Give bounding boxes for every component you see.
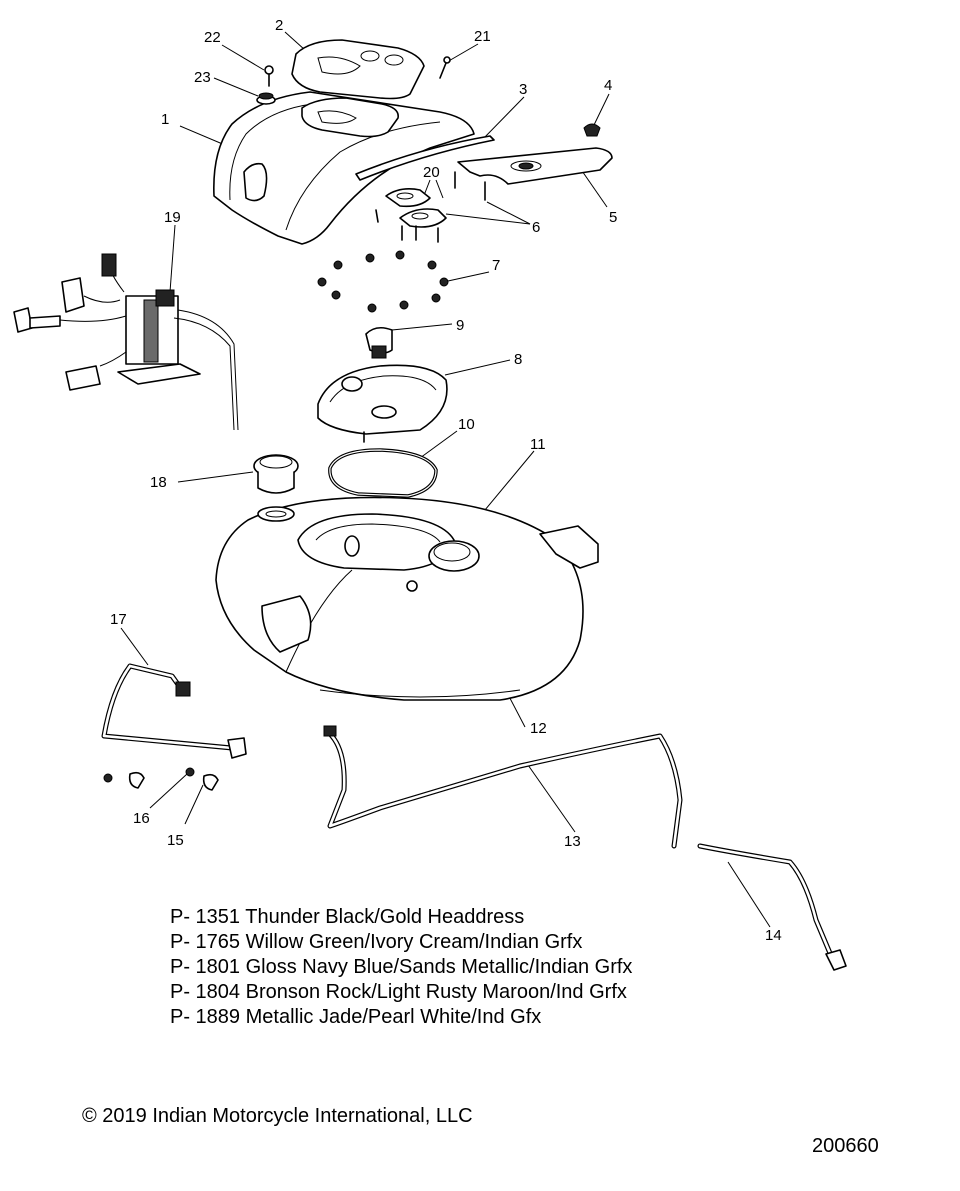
paint-code-item: P- 1801 Gloss Navy Blue/Sands Metallic/I…: [170, 956, 633, 978]
callout-number: 8: [514, 351, 522, 368]
mount-bracket-part: [375, 188, 447, 243]
callout-number: 15: [167, 832, 184, 849]
paint-code-item: P- 1351 Thunder Black/Gold Headdress: [170, 906, 525, 928]
callout-number: 13: [564, 833, 581, 850]
badge-screw-part: [439, 56, 451, 79]
fuel-cap-part: [253, 454, 299, 494]
flange-gasket-part: [328, 448, 438, 498]
vent-hose-part: [323, 725, 683, 849]
paint-code-item: P- 1804 Bronson Rock/Light Rusty Maroon/…: [170, 981, 627, 1003]
callout-number: 23: [194, 69, 211, 86]
callout-number: 22: [204, 29, 221, 46]
callout-number: 10: [458, 416, 475, 433]
badge-panel-part: [291, 39, 425, 100]
fuel-line-part: [101, 663, 247, 759]
callout-number: 19: [164, 209, 181, 226]
callout-labels: 1 2 3 4 5 6 7 8 9 10 11 12 13 14 15 16 1…: [110, 17, 782, 944]
callout-number: 1: [161, 111, 169, 128]
callout-number: 20: [423, 164, 440, 181]
fuel-pump-part: [13, 253, 239, 431]
pump-flange-part: [317, 364, 448, 443]
callout-number: 7: [492, 257, 500, 274]
callout-number: 5: [609, 209, 617, 226]
paint-code-item: P- 1889 Metallic Jade/Pearl White/Ind Gf…: [170, 1006, 542, 1028]
clip-screw-part: [103, 767, 195, 783]
hose-end-part: [697, 843, 847, 971]
bracket-plate-part: [454, 147, 613, 201]
callout-number: 12: [530, 720, 547, 737]
callout-number: 18: [150, 474, 167, 491]
callout-number: 3: [519, 81, 527, 98]
callout-number: 21: [474, 28, 491, 45]
callout-number: 9: [456, 317, 464, 334]
flange-nuts-part: [317, 250, 449, 313]
push-rivet-part: [583, 123, 601, 137]
hose-clip-part: [128, 771, 219, 791]
fuel-tank-part: [215, 496, 599, 701]
callout-number: 4: [604, 77, 612, 94]
fuel-connector-part: [365, 326, 393, 359]
paint-code-item: P- 1765 Willow Green/Ivory Cream/Indian …: [170, 931, 583, 953]
copyright-notice: © 2019 Indian Motorcycle International, …: [82, 1105, 473, 1127]
callout-number: 2: [275, 17, 283, 34]
paint-code-list: P- 1351 Thunder Black/Gold Headdress P- …: [170, 905, 632, 1030]
console-grommet-part: [256, 92, 276, 105]
callout-number: 16: [133, 810, 150, 827]
callout-number: 14: [765, 927, 782, 944]
tank-console-part: [213, 91, 475, 245]
callout-number: 17: [110, 611, 127, 628]
callout-number: 11: [530, 436, 546, 453]
console-screw-part: [264, 65, 274, 87]
callout-number: 6: [532, 219, 540, 236]
trim-strip-part: [355, 135, 495, 181]
drawing-number: 200660: [812, 1135, 879, 1157]
